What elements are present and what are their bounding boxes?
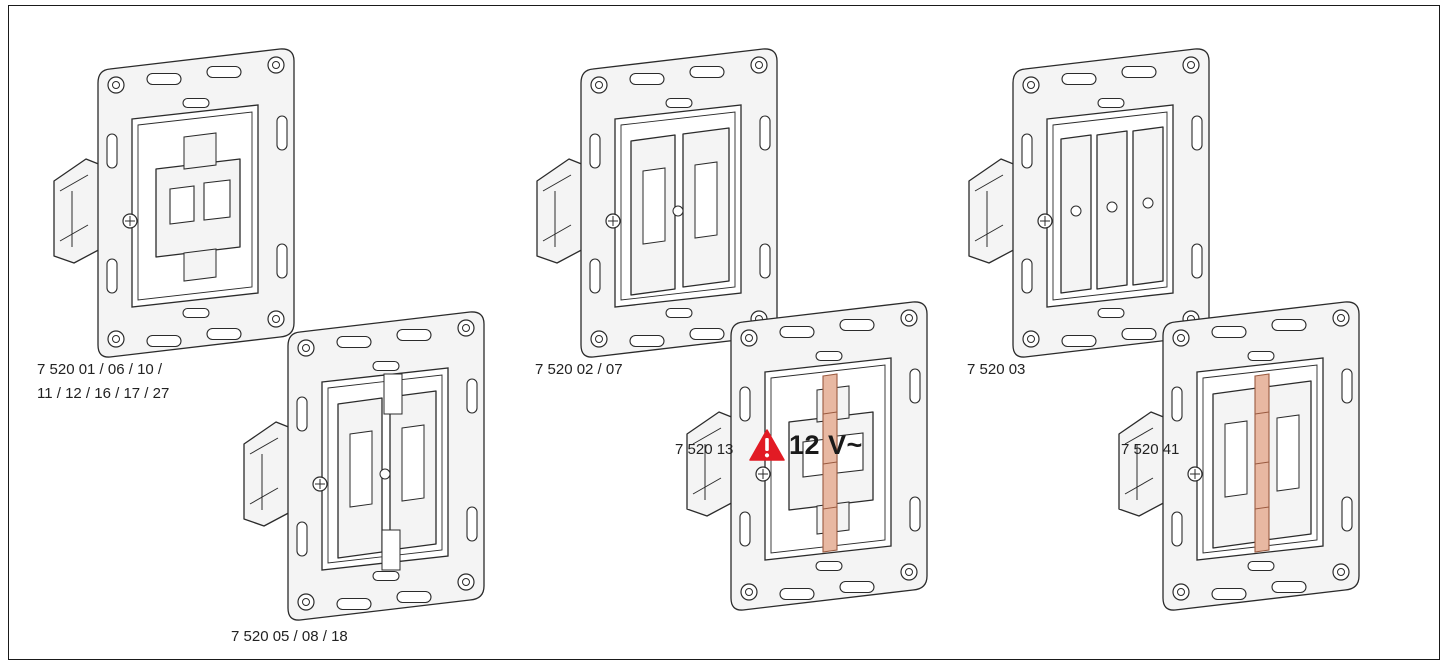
product-label-p2: 7 520 05 / 08 / 18 <box>231 625 348 649</box>
diagram-frame: 7 520 01 / 06 / 10 / 11 / 12 / 16 / 17 /… <box>8 5 1440 660</box>
product-label-p4: 7 520 13 <box>675 438 733 462</box>
mechanism-7-520-13 <box>686 301 928 611</box>
product-code-line1: 7 520 41 <box>1121 441 1180 458</box>
product-code-line1: 7 520 03 <box>967 361 1026 378</box>
product-code-line1: 7 520 05 / 08 / 18 <box>231 628 348 645</box>
mechanism-7-520-02 <box>536 48 778 358</box>
product-label-p6: 7 520 41 <box>1121 438 1179 462</box>
warning-triangle-icon <box>749 429 785 461</box>
product-label-p5: 7 520 03 <box>967 358 1025 382</box>
product-code-line2: 11 / 12 / 16 / 17 / 27 <box>37 385 170 402</box>
voltage-warning: 12 V~ <box>749 429 863 461</box>
voltage-warning-text: 12 V~ <box>789 429 863 460</box>
mechanism-7-520-01 <box>53 48 295 358</box>
product-label-p1: 7 520 01 / 06 / 10 / 11 / 12 / 16 / 17 /… <box>37 358 169 406</box>
product-code-line1: 7 520 13 <box>675 441 734 458</box>
product-label-p3: 7 520 02 / 07 <box>535 358 623 382</box>
mechanism-7-520-03 <box>968 48 1210 358</box>
mechanism-7-520-05 <box>243 311 485 621</box>
mechanism-7-520-41 <box>1118 301 1360 611</box>
product-code-line1: 7 520 01 / 06 / 10 / <box>37 361 163 378</box>
product-code-line1: 7 520 02 / 07 <box>535 361 623 378</box>
